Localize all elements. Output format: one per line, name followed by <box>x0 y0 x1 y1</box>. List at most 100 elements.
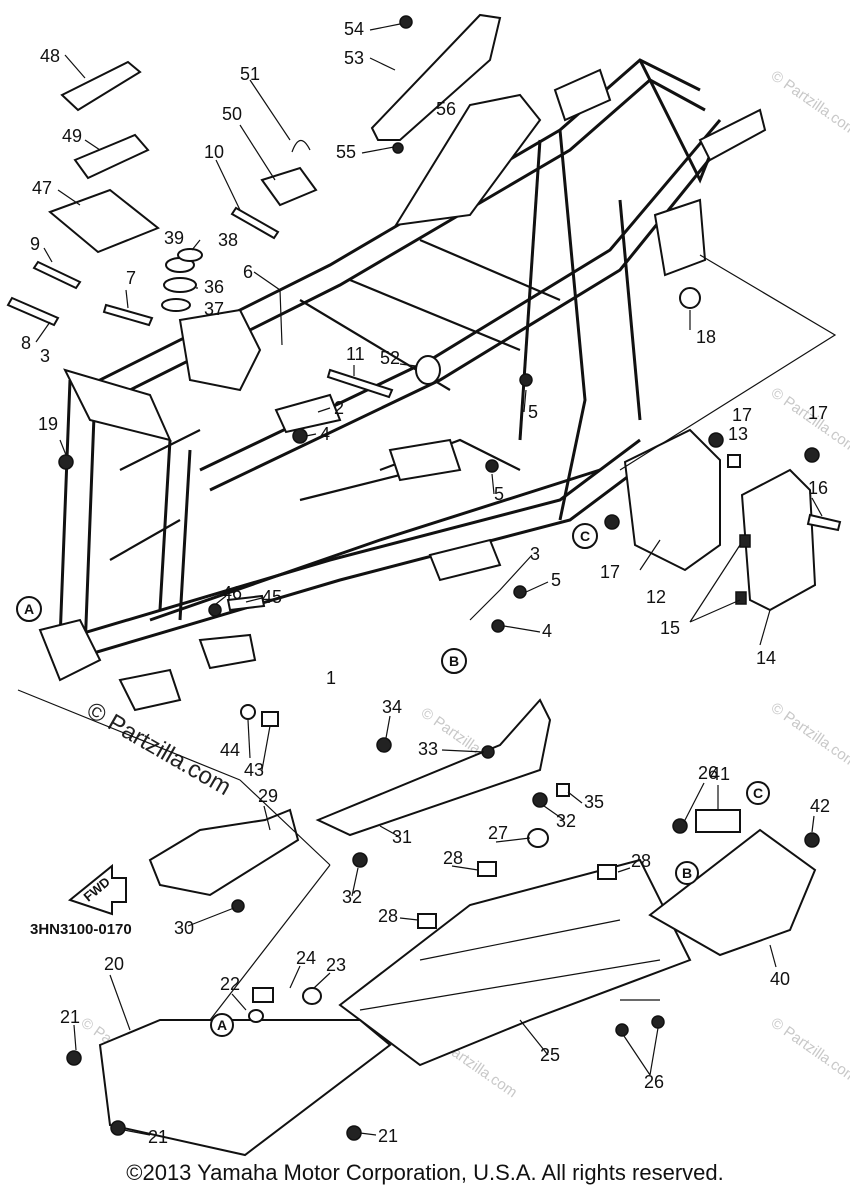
callout-13: 13 <box>728 424 748 444</box>
callout-27: 27 <box>488 823 508 843</box>
part-25-shape <box>338 858 692 1067</box>
callout-44: 44 <box>220 740 240 760</box>
ref-c: C <box>580 528 590 544</box>
callout-45: 45 <box>262 587 282 607</box>
watermark-main: © Partzilla.com <box>82 697 236 801</box>
callout-26: 26 <box>644 1072 664 1092</box>
ref-a: A <box>24 601 34 617</box>
callout-30: 30 <box>174 918 194 938</box>
callout-5: 5 <box>528 402 538 422</box>
callout-48: 48 <box>40 46 60 66</box>
callout-7: 7 <box>126 268 136 288</box>
callout-55: 55 <box>336 142 356 162</box>
watermark: © Partzilla.com <box>768 67 850 139</box>
callout-17: 17 <box>732 405 752 425</box>
callout-4: 4 <box>320 424 330 444</box>
part-14-shape <box>740 468 817 612</box>
callout-41: 41 <box>710 764 730 784</box>
callout-19: 19 <box>38 414 58 434</box>
callout-21: 21 <box>60 1007 80 1027</box>
watermark: © Partzilla.com <box>768 1014 850 1086</box>
callout-53: 53 <box>344 48 364 68</box>
ref-a: A <box>217 1017 227 1033</box>
callout-49: 49 <box>62 126 82 146</box>
callout-17: 17 <box>600 562 620 582</box>
callout-2: 2 <box>334 398 344 418</box>
callout-10: 10 <box>204 142 224 162</box>
callout-28: 28 <box>378 906 398 926</box>
callout-38: 38 <box>218 230 238 250</box>
fwd-arrow: FWD <box>67 863 127 916</box>
callout-47: 47 <box>32 178 52 198</box>
part-29-shape <box>148 808 300 897</box>
ref-c: C <box>753 785 763 801</box>
callout-24: 24 <box>296 948 316 968</box>
callout-21: 21 <box>378 1126 398 1146</box>
callout-18: 18 <box>696 327 716 347</box>
callout-52: 52 <box>380 348 400 368</box>
part-31-shape <box>315 698 552 837</box>
reference-markers: A A B B C C <box>16 523 770 1037</box>
callout-40: 40 <box>770 969 790 989</box>
callout-46: 46 <box>222 583 242 603</box>
callout-23: 23 <box>326 955 346 975</box>
callout-8: 8 <box>21 333 31 353</box>
callout-5: 5 <box>494 484 504 504</box>
part-20-shape <box>98 1019 392 1157</box>
ref-b: B <box>682 865 692 881</box>
part-40-shape <box>648 828 817 957</box>
callout-33: 33 <box>418 739 438 759</box>
callout-43: 43 <box>244 760 264 780</box>
callout-51: 51 <box>240 64 260 84</box>
callout-22: 22 <box>220 974 240 994</box>
copyright-footer: ©2013 Yamaha Motor Corporation, U.S.A. A… <box>126 1160 724 1185</box>
part-code: 3HN3100-0170 <box>30 921 132 938</box>
callout-3: 3 <box>40 346 50 366</box>
callout-36: 36 <box>204 277 224 297</box>
callout-35: 35 <box>584 792 604 812</box>
upper-small-parts <box>6 13 701 727</box>
callout-6: 6 <box>243 262 253 282</box>
callout-21: 21 <box>148 1127 168 1147</box>
callout-labels: 1 2 3 3 4 4 5 5 5 6 7 8 9 10 11 12 13 14… <box>21 19 830 1147</box>
callout-32: 32 <box>342 887 362 907</box>
callout-leaders <box>35 23 823 1136</box>
callout-39: 39 <box>164 228 184 248</box>
part-47-shape <box>48 188 160 254</box>
callout-4: 4 <box>542 621 552 641</box>
callout-20: 20 <box>104 954 124 974</box>
callout-11: 11 <box>346 344 365 364</box>
callout-32: 32 <box>556 811 576 831</box>
part-49-shape <box>73 133 150 180</box>
callout-15: 15 <box>660 618 680 638</box>
reference-lines <box>17 254 837 1021</box>
callout-42: 42 <box>810 796 830 816</box>
part-12-shape <box>623 428 721 572</box>
parts-diagram: © Partzilla.com © Partzilla.com © Partzi… <box>6 13 850 1157</box>
callout-26: 26 <box>698 763 718 783</box>
callout-1: 1 <box>326 668 336 688</box>
callout-34: 34 <box>382 697 402 717</box>
part-48-shape <box>60 60 142 112</box>
callout-12: 12 <box>646 587 666 607</box>
callout-14: 14 <box>756 648 776 668</box>
callout-28: 28 <box>631 851 651 871</box>
part-56-shape <box>394 93 542 227</box>
callout-9: 9 <box>30 234 40 254</box>
callout-28: 28 <box>443 848 463 868</box>
callout-31: 31 <box>392 827 412 847</box>
callout-25: 25 <box>540 1045 560 1065</box>
callout-5: 5 <box>551 570 561 590</box>
callout-37: 37 <box>204 299 224 319</box>
callout-16: 16 <box>808 478 828 498</box>
callout-56: 56 <box>436 99 456 119</box>
callout-17: 17 <box>808 403 828 423</box>
battery-box <box>604 428 842 612</box>
watermark: © Partzilla.com <box>768 699 850 771</box>
main-frame <box>38 58 767 712</box>
callout-54: 54 <box>344 19 364 39</box>
part-53-shape <box>370 13 502 141</box>
ref-b: B <box>449 653 459 669</box>
callout-3: 3 <box>530 544 540 564</box>
callout-50: 50 <box>222 104 242 124</box>
